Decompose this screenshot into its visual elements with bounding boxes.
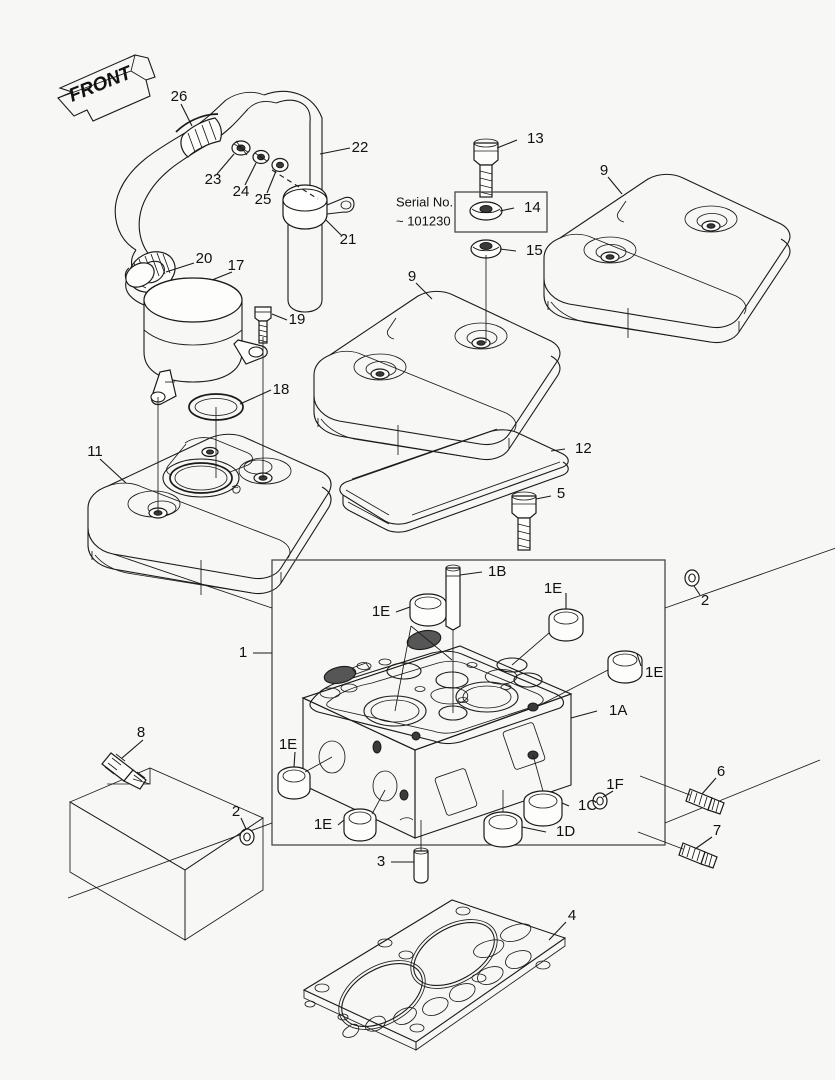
plug-1e-d [277,766,311,800]
plug-1c [523,790,563,827]
valve-guide-1b [445,564,461,631]
guide-8 [132,778,151,785]
cylinder-head-detail-box [271,559,666,846]
guide-1e-a2 [410,625,453,661]
plug-1d [483,811,523,848]
cylinder-head-1a [301,629,573,839]
bolt-5 [511,491,537,551]
plug-1e-c [607,650,643,684]
callout-1e-plug-d: 1E [279,736,297,753]
stud-7 [678,842,718,869]
serial-note-box [454,191,548,233]
oil-filler-cap-17 [125,262,268,406]
washer-set-23-24-25 [231,140,289,173]
plug-1e-e [343,808,377,842]
washer-2-left [239,828,255,846]
guide-6 [639,775,691,796]
callout-1d-core-plug: 1D [556,823,575,840]
callout-1e-plug-c: 1E [645,664,663,681]
callout-5-bolt: 5 [557,485,565,502]
guide-1e-a [394,625,412,712]
guide-1e-e [371,789,386,815]
callout-1c-core-plug: 1C [578,797,597,814]
callout-9-valve-cover-center: 9 [408,268,416,285]
breather-pipe-22 [263,90,355,313]
callout-1-cylinder-head-assembly: 1 [239,644,247,661]
callout-12-cover-gasket: 12 [575,440,592,457]
callout-20-hose-clamp: 20 [196,250,213,267]
callout-3-dowel-pin: 3 [377,853,385,870]
callout-22-breather-pipe: 22 [352,139,369,156]
callout-2-washer-left: 2 [232,803,240,820]
valve-cover-9-center [313,290,561,461]
serial-note-line1: Serial No. [396,194,453,209]
callout-25-washer: 25 [255,191,272,208]
callout-13-bolt: 13 [527,130,544,147]
guide-1e-c [537,669,609,707]
callout-9-valve-cover-right: 9 [600,162,608,179]
callout-21-pipe-clamp: 21 [340,231,357,248]
callout-26-hose-clamp: 26 [171,88,188,105]
callout-18-o-ring: 18 [273,381,290,398]
detail-box-leaders [67,547,835,899]
seal-washer-15 [470,239,502,259]
callout-6-stud: 6 [717,763,725,780]
hose-clamp-26 [175,113,222,158]
valve-cover-9-right [543,173,791,344]
callout-14-seal-washer: 14 [524,199,541,216]
callout-1f-plug: 1F [606,776,624,793]
guide-1e-b [511,632,550,666]
callout-15-seal-washer: 15 [526,242,543,259]
guide-7 [637,831,684,850]
guide-1e-d [304,756,333,773]
callout-4-head-gasket: 4 [568,907,576,924]
head-gasket-4 [302,899,567,1051]
callout-leaders [99,103,717,941]
callout-8-stud: 8 [137,724,145,741]
callout-1e-plug-b: 1E [544,580,562,597]
callout-7-stud: 7 [713,822,721,839]
callout-24-washer: 24 [233,183,250,200]
assembly-guide-lines [157,337,264,595]
callout-1b-valve-guide: 1B [488,563,506,580]
dowel-pin-3 [413,847,429,884]
serial-note: Serial No. ~ 101230 [396,191,548,233]
callout-labels: 1 1A 1B 1C 1D 1E 1E 1E 1E 1E 1F 2 2 3 4 … [87,88,725,924]
callout-1e-plug-a: 1E [372,603,390,620]
callout-2-washer-right: 2 [701,592,709,609]
serial-note-line2: ~ 101230 [396,213,451,228]
washer-2-right [684,569,700,587]
callout-11-valve-cover-left: 11 [87,443,103,460]
plug-1e-b [548,608,584,642]
callout-1a-cylinder-head: 1A [609,702,627,719]
guide-1c [532,754,544,792]
callout-1e-plug-e: 1E [314,816,332,833]
plug-1e-a [409,593,447,627]
cover-gasket-12 [339,428,569,533]
stud-6 [685,788,725,815]
bolt-13 [473,138,499,198]
callout-19-bolt: 19 [289,311,306,328]
callout-17-oil-filler-cap: 17 [228,257,245,274]
callout-23-washer: 23 [205,171,222,188]
